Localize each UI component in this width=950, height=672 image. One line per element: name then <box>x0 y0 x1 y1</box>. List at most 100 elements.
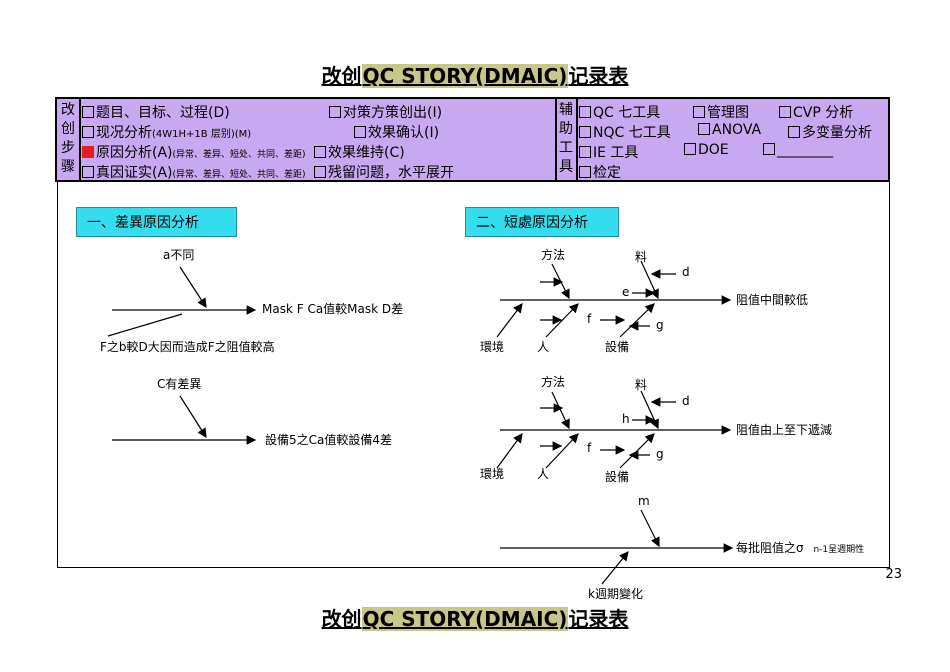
fish2-equip-label: 設備 <box>605 470 630 484</box>
tool-nqc7: NQC 七工具 <box>593 125 671 141</box>
checkbox-icon[interactable] <box>329 106 341 118</box>
checkbox-icon[interactable] <box>314 166 326 178</box>
fish2-method-bone <box>551 391 570 430</box>
page-number: 23 <box>885 567 902 582</box>
fish1-man-label: 人 <box>537 340 550 354</box>
tool-ie: IE 工具 <box>593 145 639 161</box>
checkbox-icon[interactable] <box>82 126 94 138</box>
tool-row-3: IE 工具 <box>579 142 638 162</box>
checkbox-icon[interactable] <box>788 126 800 138</box>
fish2-g-label: g <box>656 447 664 461</box>
fish1-result-label: 阻值中間較低 <box>736 293 809 307</box>
step-verify-note: (异常、差异、短处、共同、差距) <box>172 170 306 180</box>
step-row-4: 真因证实(A)(异常、差异、短处、共同、差距) 残留问题，水平展开 <box>82 162 454 182</box>
label-a-diff: a不同 <box>163 248 195 262</box>
step-verify: 真因证实(A) <box>96 165 173 181</box>
title-prefix: 改创 <box>321 607 362 631</box>
checkbox-icon[interactable] <box>763 143 775 155</box>
page-title-bottom: 改创QC STORY(DMAIC)记录表 <box>0 603 950 632</box>
checkbox-icon[interactable] <box>579 146 591 158</box>
step-row-2: 现况分析(4W1H+1B 层别)(M) <box>82 122 251 142</box>
tool-row-1: QC 七工具 <box>579 102 660 122</box>
diff-a-cause-arrow <box>179 266 207 309</box>
analysis-area <box>57 182 890 568</box>
fish1-equip-bone <box>619 303 655 338</box>
title-highlight: QC STORY(DMAIC) <box>361 64 569 88</box>
step-tools-panel: 改创步骤 题目、目标、过程(D) 对策方策创出(I) 现况分析(4W1H+1B … <box>55 97 890 182</box>
tool-row-3b: DOE <box>684 142 729 158</box>
fish2-d-label: d <box>682 394 690 408</box>
steps-label: 改创步骤 <box>61 102 75 175</box>
step-measure: 现况分析 <box>96 125 152 141</box>
fish1-d-label: d <box>682 265 690 279</box>
checkbox-icon[interactable] <box>82 106 94 118</box>
fish2-h-label: h <box>622 412 630 426</box>
tool-anova: ANOVA <box>712 122 762 138</box>
step-measure-note: (4W1H+1B 层别)(M) <box>152 129 252 140</box>
fish3-result-sub: n-1呈週期性 <box>813 545 865 555</box>
fish1-equip-label: 設備 <box>605 340 630 354</box>
step-row-3: 原因分析(A)(异常、差异、短处、共同、差距) 效果维持(C) <box>82 142 405 162</box>
fish1-method-label: 方法 <box>541 248 566 262</box>
fish2-equip-bone <box>619 433 655 469</box>
checkbox-icon[interactable] <box>698 123 710 135</box>
divider <box>79 99 81 180</box>
step-residual: 残留问题，水平展开 <box>328 165 454 181</box>
fish2-material-bone <box>640 390 659 430</box>
fish2-env-bone <box>496 433 523 469</box>
fish1-f-label: f <box>587 312 592 326</box>
step-row-1: 题目、目标、过程(D) <box>82 102 230 122</box>
title-prefix: 改创 <box>321 64 362 88</box>
checkbox-icon[interactable] <box>579 166 591 178</box>
fish3-k-label: k週期變化 <box>588 587 643 601</box>
label-mask-result: Mask F Ca值較Mask D差 <box>262 302 404 316</box>
section-weakness-analysis: 二、短處原因分析 <box>465 207 619 237</box>
step-row-2b: 效果确认(I) <box>354 122 439 142</box>
tool-doe: DOE <box>698 142 729 158</box>
divider <box>555 99 557 180</box>
step-analyze-note: (异常、差异、短处、共同、差距) <box>172 150 306 160</box>
tool-test: 检定 <box>593 165 621 181</box>
fish3-m-bone <box>640 509 660 548</box>
tool-control-chart: 管理图 <box>707 105 749 121</box>
checkbox-icon[interactable] <box>579 126 591 138</box>
checkbox-icon[interactable] <box>684 143 696 155</box>
fish1-e-label: e <box>622 285 630 299</box>
step-define: 题目、目标、过程(D) <box>96 105 230 121</box>
tools-label: 辅助工具 <box>559 102 573 175</box>
checkbox-icon[interactable] <box>354 126 366 138</box>
tool-row-1c: CVP 分析 <box>779 102 853 122</box>
diff-a-link-line <box>107 313 183 337</box>
checkbox-icon[interactable] <box>779 106 791 118</box>
fish2-f-label: f <box>587 441 592 455</box>
tool-multivariate: 多变量分析 <box>802 125 872 141</box>
fish3-k-bone <box>601 551 629 585</box>
tool-row-3c: ________ <box>763 142 833 158</box>
checked-checkbox-icon[interactable] <box>82 146 94 158</box>
step-row-1b: 对策方策创出(I) <box>329 102 442 122</box>
fish1-env-bone <box>496 303 523 338</box>
page-title: 改创QC STORY(DMAIC)记录表 <box>0 60 950 89</box>
checkbox-icon[interactable] <box>82 166 94 178</box>
tool-row-2b: ANOVA <box>698 122 761 138</box>
fish2-result-label: 阻值由上至下遞減 <box>736 423 833 437</box>
title-highlight: QC STORY(DMAIC) <box>361 607 569 631</box>
tool-row-4: 检定 <box>579 162 621 182</box>
checkbox-icon[interactable] <box>693 106 705 118</box>
fish2-method-label: 方法 <box>541 375 566 389</box>
fish3-result-label: 每批阻值之σ n-1呈週期性 <box>736 539 864 556</box>
checkbox-icon[interactable] <box>579 106 591 118</box>
tool-row-2c: 多变量分析 <box>788 122 872 142</box>
fish1-material-label: 料 <box>635 250 648 264</box>
fish2-man-bone <box>545 433 579 469</box>
step-improve-create: 对策方策创出(I) <box>343 105 443 121</box>
fish2-env-label: 環境 <box>480 467 505 481</box>
checkbox-icon[interactable] <box>314 146 326 158</box>
label-f-cause: F之b較D大因而造成F之阻值較高 <box>100 340 275 354</box>
title-suffix: 记录表 <box>568 64 629 88</box>
diff-c-cause-arrow <box>179 395 207 439</box>
fish3-m-label: m <box>638 494 650 508</box>
tool-row-1b: 管理图 <box>693 102 749 122</box>
